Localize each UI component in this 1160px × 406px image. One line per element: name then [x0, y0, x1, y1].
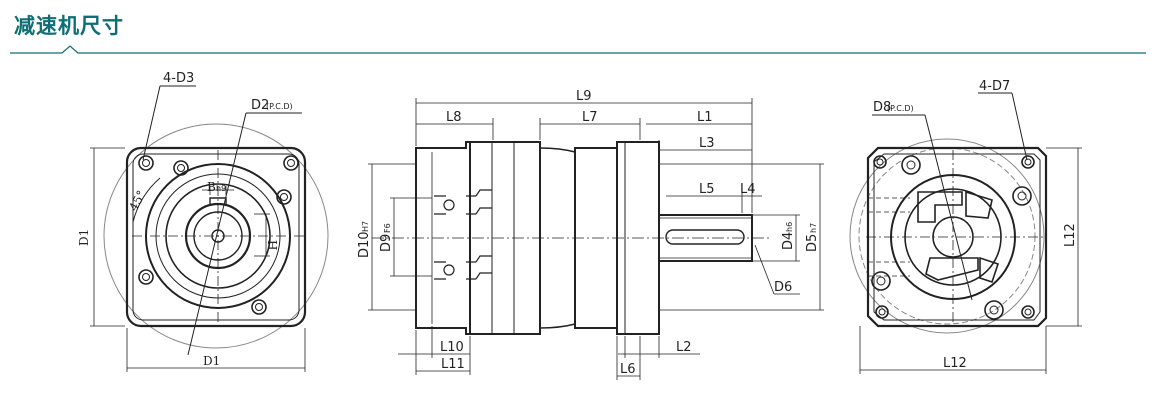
label-45-deg: 45°	[126, 188, 148, 213]
label-l8: L8	[446, 110, 462, 125]
label-l12-vertical: L12	[1063, 223, 1078, 247]
label-d2: D2	[251, 98, 269, 113]
label-l7: L7	[582, 110, 598, 125]
label-d9: D9	[379, 234, 394, 252]
label-l1: L1	[697, 110, 713, 125]
rear-view	[849, 92, 1082, 374]
label-l9: L9	[576, 89, 592, 104]
front-view-labels: 4-D3 D2 (P.C.D) 45° B h9 H D1 D1	[77, 71, 293, 368]
label-d10-sub: H7	[361, 221, 370, 232]
label-d2-sub: (P.C.D)	[266, 102, 293, 111]
label-d1-horizontal: D1	[203, 354, 220, 368]
section-title: 减速机尺寸	[14, 14, 124, 38]
front-view	[90, 85, 329, 372]
label-l5: L5	[699, 182, 715, 197]
label-d8-sub: (P.C.D)	[887, 104, 914, 113]
label-d5: D5	[805, 234, 820, 252]
label-l2: L2	[676, 340, 692, 355]
label-d8: D8	[873, 100, 891, 115]
label-l10: L10	[440, 340, 464, 355]
label-l3: L3	[699, 136, 715, 151]
label-4-d3: 4-D3	[163, 71, 194, 86]
section-header: 减速机尺寸	[0, 0, 1160, 60]
label-l11: L11	[441, 357, 465, 372]
label-l12-horizontal: L12	[943, 356, 967, 371]
label-h: H	[265, 240, 279, 250]
label-4-d7: 4-D7	[979, 79, 1010, 94]
label-b-sub: h9	[216, 184, 226, 193]
label-l6: L6	[620, 362, 636, 377]
label-b: B	[207, 180, 216, 194]
label-d4-sub: h6	[785, 222, 794, 232]
rear-view-labels: D8 (P.C.D) 4-D7 L12 L12	[873, 79, 1078, 371]
label-d5-sub: h7	[809, 223, 818, 233]
label-d1-vertical: D1	[77, 229, 91, 246]
side-view	[368, 98, 824, 380]
side-view-labels: L9 L8 L7 L1 L3 L5 L4 D10 H7 D9 F6 D4 h6 …	[357, 89, 820, 377]
label-d6: D6	[774, 280, 792, 295]
label-d4: D4	[781, 232, 796, 250]
label-d10: D10	[357, 231, 372, 258]
header-underline	[10, 45, 1146, 54]
label-d9-sub: F6	[383, 223, 392, 233]
label-l4: L4	[740, 182, 756, 197]
